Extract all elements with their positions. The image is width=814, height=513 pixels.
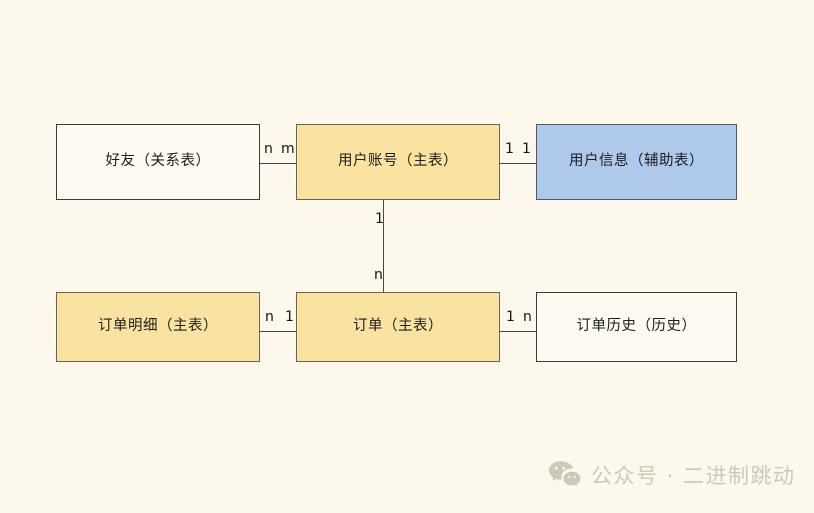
connector-order-order-history (500, 331, 536, 332)
entity-box-user-info[interactable]: 用户信息（辅助表） (536, 124, 737, 200)
watermark-text: 公众号 · 二进制跳动 (591, 464, 796, 488)
cardinality-user-account-vertical-1: 1 (375, 211, 384, 227)
entity-box-order-detail[interactable]: 订单明细（主表） (56, 292, 260, 362)
entity-label: 订单（主表） (353, 318, 443, 335)
entity-label: 用户信息（辅助表） (569, 153, 704, 170)
connector-order-detail-order (260, 331, 296, 332)
cardinality-user-account-m: m (281, 141, 295, 157)
connector-user-account-user-info (500, 163, 536, 164)
cardinality-order-vertical-n: n (374, 267, 383, 283)
wechat-icon (548, 460, 582, 490)
connector-user-account-order (383, 200, 384, 292)
entity-label: 订单历史（历史） (576, 318, 697, 335)
entity-label: 好友（关系表） (105, 153, 211, 170)
cardinality-order-1b: 1 (506, 309, 515, 325)
entity-label: 用户账号（主表） (338, 153, 458, 170)
entity-box-user-account[interactable]: 用户账号（主表） (296, 124, 500, 200)
cardinality-user-info-1: 1 (522, 141, 531, 157)
entity-label: 订单明细（主表） (98, 318, 218, 335)
cardinality-user-account-1: 1 (505, 141, 514, 157)
watermark: 公众号 · 二进制跳动 (548, 460, 796, 490)
entity-box-friend[interactable]: 好友（关系表） (56, 124, 260, 200)
entity-box-order-history[interactable]: 订单历史（历史） (536, 292, 737, 362)
cardinality-order-1: 1 (285, 309, 294, 325)
cardinality-order-history-n: n (523, 309, 532, 325)
entity-box-order[interactable]: 订单（主表） (296, 292, 500, 362)
cardinality-order-detail-n: n (265, 309, 274, 325)
cardinality-friend-n: n (264, 141, 273, 157)
connector-friend-user-account (260, 163, 296, 164)
